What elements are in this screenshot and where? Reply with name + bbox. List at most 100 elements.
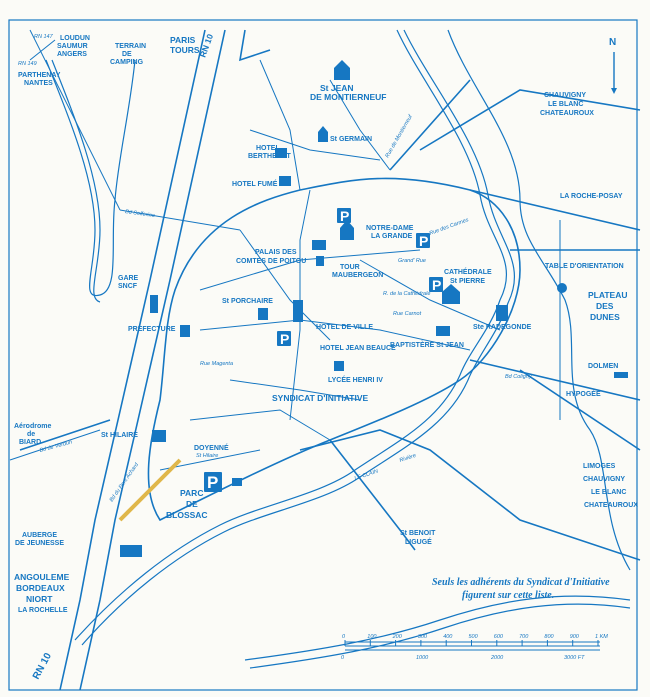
building-icon xyxy=(150,295,158,313)
label-terrain: TERRAIN xyxy=(115,43,146,50)
label-aerodrome: Aérodrome xyxy=(14,423,51,430)
label-liguge: LIGUGÉ xyxy=(405,537,432,546)
label-palais: PALAIS DES xyxy=(255,249,297,256)
scale-label-m: 700 xyxy=(519,634,529,640)
scale-label-m: 600 xyxy=(494,634,504,640)
svg-text:P: P xyxy=(280,331,289,347)
street-rue-carnot: Rue Carnot xyxy=(393,311,422,317)
label-st-benoit: St BENOIT xyxy=(400,530,436,537)
rivers xyxy=(45,29,631,669)
label-table-orientation: TABLE D'ORIENTATION xyxy=(545,263,624,270)
label-parc-de: DE xyxy=(186,499,198,509)
label-terrain-de: DE xyxy=(122,51,132,58)
building-icon xyxy=(279,176,291,186)
label-niort: NIORT xyxy=(26,594,53,604)
parking-icon: P xyxy=(204,472,222,492)
church-icon xyxy=(340,220,354,240)
label-montierneuf: DE MONTIERNEUF xyxy=(310,92,387,102)
label-st-pierre: St PIERRE xyxy=(450,278,485,285)
parking-icon: P xyxy=(416,233,430,249)
church-icon xyxy=(334,60,350,80)
scale-label-m: 500 xyxy=(469,634,479,640)
label-maubergeon: MAUBERGEON xyxy=(332,272,383,279)
label-des: DES xyxy=(596,301,614,311)
scale-label-ft: 0 xyxy=(341,655,345,661)
label-berthelot: BERTHELOT xyxy=(248,153,292,160)
label-aerodrome-de: de xyxy=(27,431,35,438)
building-icon xyxy=(275,148,287,158)
scale-label-ft: 3000 FT xyxy=(564,655,585,661)
label-loudun: LOUDUN xyxy=(60,35,90,42)
label-gare: GARE xyxy=(118,275,139,282)
scale-label-ft: 1000 xyxy=(416,655,429,661)
street-bd-coligny: Bd Coligny xyxy=(505,374,533,380)
label-notre-dame: NOTRE-DAME xyxy=(366,225,414,232)
label-tour: TOUR xyxy=(340,264,360,271)
parking-icon: P xyxy=(277,331,291,347)
label-chauvigny: CHAUVIGNY xyxy=(544,92,586,99)
label-hotel-fume: HOTEL FUMÉ xyxy=(232,179,278,188)
footnote-line-2: figurent sur cette liste. xyxy=(462,590,554,601)
label-rn10-top: RN 10 xyxy=(197,32,215,58)
label-syndicat: SYNDICAT D'INITIATIVE xyxy=(272,393,368,403)
label-la-grande: LA GRANDE xyxy=(371,233,413,240)
label-angers: ANGERS xyxy=(57,51,87,58)
label-riviere: Rivière xyxy=(399,453,417,464)
label-auberge: AUBERGE xyxy=(22,532,57,539)
label-doyenne: DOYENNÉ xyxy=(194,443,229,452)
roads xyxy=(9,29,641,691)
label-paris: PARIS xyxy=(170,35,196,45)
svg-text:P: P xyxy=(432,277,441,293)
dolmen-icon xyxy=(614,372,628,378)
street-rue-magenta: Rue Magenta xyxy=(200,361,233,367)
building-icon xyxy=(120,545,142,557)
label-chateauroux: CHATEAUROUX xyxy=(540,110,594,117)
compass-icon xyxy=(611,52,617,94)
label-doyenne-st-hilaire: St Hilaire xyxy=(196,453,218,459)
label-st-hilaire: St HILAIRE xyxy=(101,432,138,439)
label-bordeaux: BORDEAUX xyxy=(16,583,65,593)
street-cathedrale: R. de la Cathédrale xyxy=(383,291,430,297)
label-biard: BIARD xyxy=(19,439,41,446)
svg-text:P: P xyxy=(419,233,428,249)
svg-text:P: P xyxy=(340,208,349,224)
compass-label: N xyxy=(609,37,616,48)
label-limoges: LIMOGES xyxy=(583,463,616,470)
label-parc: PARC xyxy=(180,488,203,498)
building-icon xyxy=(334,361,344,371)
label-hotel-jean-beauce: HOTEL JEAN BEAUCE xyxy=(320,345,396,352)
label-sncf: SNCF xyxy=(118,283,138,290)
label-plateau: PLATEAU xyxy=(588,290,628,300)
label-hypogee: HYPOGÉE xyxy=(566,389,601,398)
church-icon xyxy=(152,430,166,442)
scale-label-m: 400 xyxy=(443,634,453,640)
street-rue-carmes: Rue des Carmes xyxy=(429,217,470,237)
monument-icons xyxy=(120,60,628,557)
label-chauvigny-2: CHAUVIGNY xyxy=(583,476,625,483)
tower-icon xyxy=(316,256,324,266)
label-rn147: RN 147 xyxy=(34,34,54,40)
label-dolmen: DOLMEN xyxy=(588,363,618,370)
label-cathedrale: CATHÉDRALE xyxy=(444,267,492,276)
parking-icon: P xyxy=(337,208,351,224)
label-camping: CAMPING xyxy=(110,59,144,66)
label-hotel-de-ville: HOTEL DE VILLE xyxy=(316,324,373,331)
footnote-line-1: Seuls les adhérents du Syndicat d'Initia… xyxy=(432,577,610,588)
scale-label-m: 1 KM xyxy=(595,634,608,640)
label-angouleme: ANGOULEME xyxy=(14,572,70,582)
parking-icon: P xyxy=(429,277,443,293)
label-parthenay: PARTHENAY xyxy=(18,72,61,79)
label-le-clain: LE CLAIN xyxy=(354,469,379,482)
label-saumur: SAUMUR xyxy=(57,43,88,50)
building-icon xyxy=(436,326,450,336)
label-st-germain: St GERMAIN xyxy=(330,136,372,143)
scale-label-m: 200 xyxy=(392,634,403,640)
label-rn10-bottom: RN 10 xyxy=(31,651,54,682)
label-rn149: RN 149 xyxy=(18,61,37,67)
svg-text:P: P xyxy=(207,473,218,492)
label-st-jean: St JEAN xyxy=(320,83,354,93)
label-hotel-berthelot: HOTEL xyxy=(256,145,280,152)
